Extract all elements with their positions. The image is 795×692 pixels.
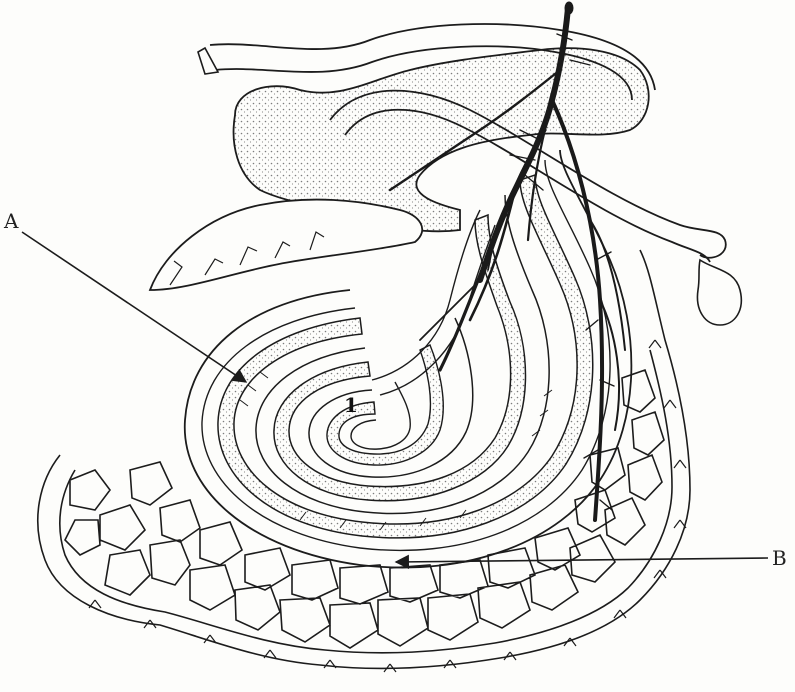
label-b-callout: B — [396, 546, 787, 570]
spiral-center-label: 1 — [344, 393, 358, 417]
arrow-b — [396, 558, 768, 562]
left-pocket — [150, 200, 422, 290]
label-b: B — [772, 546, 787, 570]
label-a: A — [3, 209, 19, 233]
upper-intestinal-loops — [198, 24, 741, 325]
